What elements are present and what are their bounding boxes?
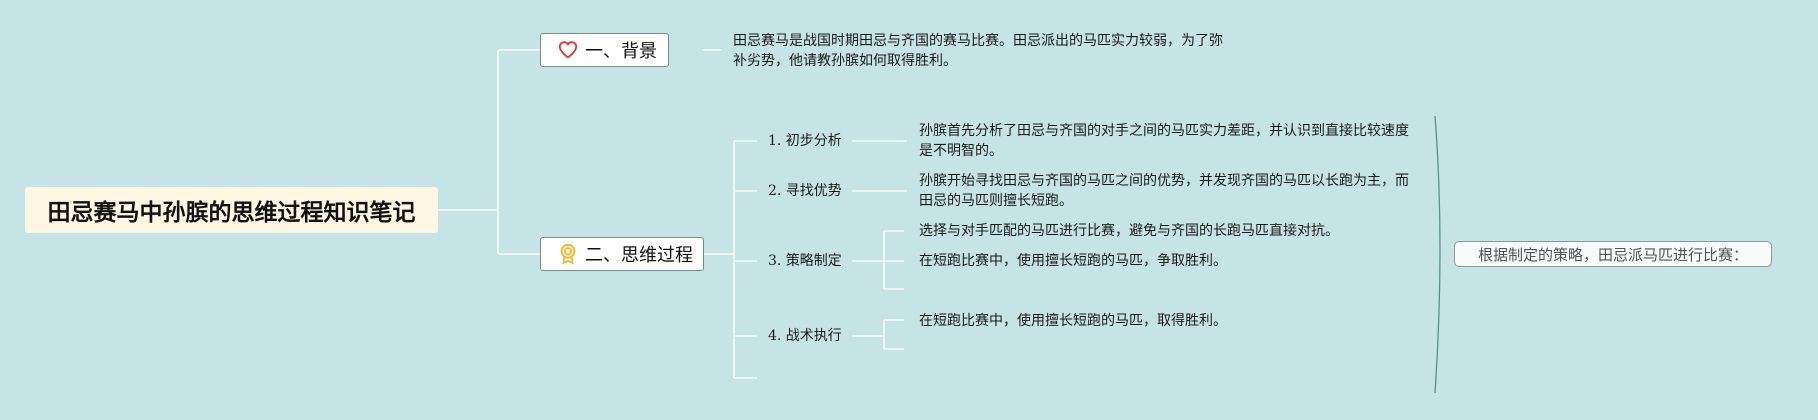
- summary-bracket: [1434, 115, 1441, 394]
- step-1[interactable]: 1. 初步分析: [768, 132, 842, 150]
- step-2-detail: 孙膑开始寻找田忌与齐国的马匹之间的优势，并发现齐国的马匹以长跑为主，而 田忌的马…: [919, 171, 1419, 211]
- text-line: 选择与对手匹配的马匹进行比赛，避免与齐国的长跑马匹直接对抗。: [919, 223, 1339, 239]
- heart-icon: [557, 39, 579, 61]
- text-line: 田忌的马匹则擅长短跑。: [919, 193, 1073, 209]
- step-4[interactable]: 4. 战术执行: [768, 327, 842, 345]
- text-line: 补劣势，他请教孙膑如何取得胜利。: [733, 53, 957, 69]
- step-label: 3. 策略制定: [768, 253, 842, 269]
- text-line: 田忌赛马是战国时期田忌与齐国的赛马比赛。田忌派出的马匹实力较弱，为了弥: [733, 33, 1223, 49]
- step-label: 2. 寻找优势: [768, 183, 842, 199]
- step-4-detail: 在短跑比赛中，使用擅长短跑的马匹，取得胜利。: [919, 311, 1419, 331]
- branch-label: 二、思维过程: [585, 245, 693, 266]
- background-text: 田忌赛马是战国时期田忌与齐国的赛马比赛。田忌派出的马匹实力较弱，为了弥 补劣势，…: [733, 31, 1253, 71]
- text-line: 是不明智的。: [919, 143, 1003, 159]
- text-line: 在短跑比赛中，使用擅长短跑的马匹，取得胜利。: [919, 313, 1227, 329]
- award-badge-icon: [557, 243, 579, 265]
- branch-thinking-process[interactable]: 二、思维过程: [540, 237, 704, 271]
- summary-box[interactable]: 根据制定的策略，田忌派马匹进行比赛：: [1454, 241, 1772, 267]
- text-line: 在短跑比赛中，使用擅长短跑的马匹，争取胜利。: [919, 253, 1227, 269]
- step-3-detail-2: 在短跑比赛中，使用擅长短跑的马匹，争取胜利。: [919, 251, 1419, 271]
- text-line: 孙膑开始寻找田忌与齐国的马匹之间的优势，并发现齐国的马匹以长跑为主，而: [919, 173, 1409, 189]
- summary-text: 根据制定的策略，田忌派马匹进行比赛：: [1477, 245, 1748, 264]
- root-topic[interactable]: 田忌赛马中孙膑的思维过程知识笔记: [25, 187, 438, 233]
- step-3-detail-1: 选择与对手匹配的马匹进行比赛，避免与齐国的长跑马匹直接对抗。: [919, 221, 1419, 241]
- step-2[interactable]: 2. 寻找优势: [768, 182, 842, 200]
- step-label: 1. 初步分析: [768, 133, 842, 149]
- text-line: 孙膑首先分析了田忌与齐国的对手之间的马匹实力差距，并认识到直接比较速度: [919, 123, 1409, 139]
- step-label: 4. 战术执行: [768, 328, 842, 344]
- step-1-detail: 孙膑首先分析了田忌与齐国的对手之间的马匹实力差距，并认识到直接比较速度 是不明智…: [919, 121, 1419, 161]
- step-3[interactable]: 3. 策略制定: [768, 252, 842, 270]
- branch-background[interactable]: 一、背景: [540, 33, 669, 67]
- branch-label: 一、背景: [585, 41, 657, 62]
- root-title: 田忌赛马中孙膑的思维过程知识笔记: [47, 200, 416, 226]
